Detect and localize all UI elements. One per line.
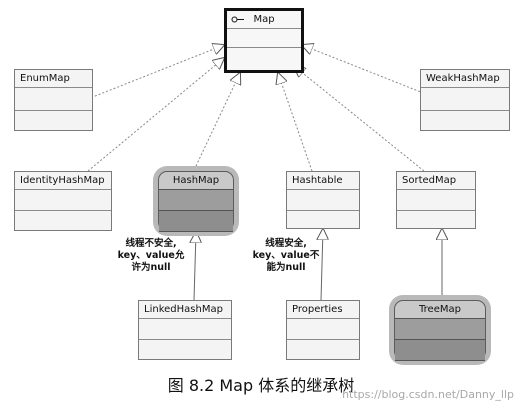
class-name: Map: [253, 14, 275, 25]
edge-identityhashmap-map: [87, 58, 224, 172]
edge-enummap-map: [79, 45, 224, 103]
edge-sortedmap-map: [294, 66, 425, 172]
class-map: Map: [224, 8, 304, 73]
class-name: SortedMap: [402, 175, 457, 186]
class-name: HashMap: [172, 175, 220, 186]
note-line: 许为null: [131, 262, 171, 273]
note-line: 线程不安全,: [125, 238, 177, 249]
edge-hashtable-map: [278, 73, 313, 172]
note-line: 能为null: [266, 262, 306, 273]
watermark: https://blog.csdn.net/Danny_llp: [342, 388, 514, 401]
edge-hashmap-map: [195, 73, 240, 167]
class-properties: Properties: [286, 300, 360, 360]
class-treemap: TreeMap: [394, 300, 486, 361]
class-hashtable: Hashtable: [286, 171, 360, 229]
class-name: TreeMap: [419, 304, 461, 315]
hashmap-note: 线程不安全, key、value允 许为null: [110, 238, 192, 274]
edge-properties-hashtable: [321, 229, 323, 301]
note-line: 线程安全,: [265, 238, 307, 249]
note-line: key、value不: [252, 250, 320, 261]
class-enummap: EnumMap: [14, 69, 93, 131]
note-line: key、value允: [117, 250, 185, 261]
class-weakhashmap: WeakHashMap: [420, 69, 510, 131]
edge-linkedhashmap-hashmap: [194, 232, 196, 301]
hashtable-note: 线程安全, key、value不 能为null: [246, 238, 326, 274]
class-sortedmap: SortedMap: [396, 171, 476, 229]
class-name: EnumMap: [20, 73, 70, 84]
class-name: Hashtable: [292, 175, 343, 186]
class-identityhashmap: IdentityHashMap: [14, 171, 112, 231]
class-name: WeakHashMap: [426, 73, 500, 84]
class-name: IdentityHashMap: [20, 175, 105, 186]
class-name: LinkedHashMap: [144, 304, 223, 315]
class-name: Properties: [292, 304, 343, 315]
figure-caption: 图 8.2 Map 体系的继承树: [167, 376, 355, 395]
class-linkedhashmap: LinkedHashMap: [138, 300, 232, 360]
class-hashmap: HashMap: [158, 171, 234, 232]
interface-lollipop-icon: [231, 16, 244, 23]
